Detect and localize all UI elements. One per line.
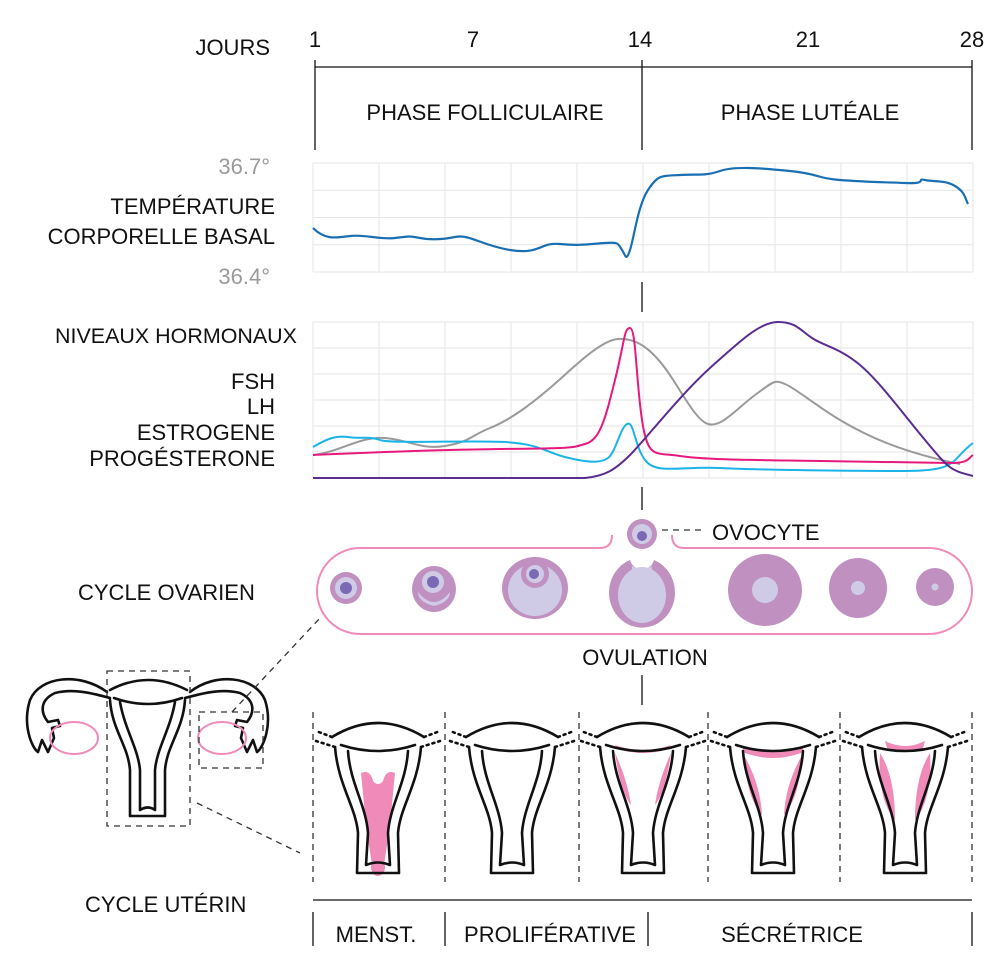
phase-follicular: PHASE FOLLICULAIRE bbox=[366, 100, 603, 125]
uterine-phase-menstrual: MENST. bbox=[336, 922, 417, 947]
day-28: 28 bbox=[960, 27, 984, 52]
phase-dividers bbox=[314, 60, 973, 705]
day-14: 14 bbox=[628, 27, 652, 52]
estrogen-legend: ESTROGENE bbox=[137, 420, 275, 445]
corpus-luteum bbox=[728, 554, 802, 626]
ovocyte-label: OVOCYTE bbox=[712, 520, 820, 545]
follicle-primary bbox=[412, 566, 456, 612]
lh-legend: LH bbox=[247, 394, 275, 419]
temp-min-label: 36.4° bbox=[218, 264, 270, 289]
fsh-legend: FSH bbox=[231, 369, 275, 394]
uterine-cycle-title: CYCLE UTÉRIN bbox=[85, 892, 246, 917]
day-21: 21 bbox=[796, 27, 820, 52]
days-label: JOURS bbox=[195, 35, 270, 60]
temp-title-2: CORPORELLE BASAL bbox=[48, 224, 275, 249]
uterine-panel-dividers bbox=[312, 712, 973, 882]
uterine-phase-proliferative: PROLIFÉRATIVE bbox=[464, 922, 636, 947]
ovary-outline bbox=[316, 534, 973, 635]
uterus-zoom-box bbox=[106, 670, 191, 827]
reproductive-anatomy bbox=[25, 677, 270, 818]
uterus-secretory-early bbox=[579, 721, 707, 875]
temperature-grid bbox=[312, 162, 974, 273]
hormone-grid bbox=[312, 321, 974, 479]
phase-luteal: PHASE LUTÉALE bbox=[721, 100, 900, 125]
uterus-secretory-late bbox=[841, 721, 969, 875]
corpus-albicans bbox=[916, 568, 954, 606]
uterus-proliferative bbox=[448, 721, 576, 875]
progesterone-curve bbox=[313, 320, 974, 479]
uterine-phase-secretory: SÉCRÉTRICE bbox=[721, 922, 863, 947]
uterus-zoom-line bbox=[196, 802, 301, 854]
corpus-luteum-regressing bbox=[829, 558, 887, 618]
temp-title-1: TEMPÉRATURE bbox=[110, 194, 275, 219]
ovocyte bbox=[627, 519, 657, 549]
follicle-graafian bbox=[609, 560, 675, 628]
lh-curve bbox=[312, 326, 974, 465]
day-7: 7 bbox=[467, 27, 479, 52]
fsh-curve bbox=[312, 422, 974, 473]
follicle-primordial bbox=[330, 572, 362, 604]
ovulation-label: OVULATION bbox=[582, 645, 708, 670]
hormones-title: NIVEAUX HORMONAUX bbox=[55, 325, 297, 348]
temp-max-label: 36.7° bbox=[218, 154, 270, 179]
ovarian-cycle-title: CYCLE OVARIEN bbox=[78, 580, 255, 605]
uterus-menstrual bbox=[314, 721, 442, 876]
uterine-phase-dividers bbox=[312, 899, 973, 946]
day-1: 1 bbox=[309, 27, 321, 52]
temperature-curve bbox=[312, 166, 969, 258]
progesterone-legend: PROGÉSTERONE bbox=[89, 446, 275, 471]
follicle-secondary bbox=[502, 557, 568, 619]
uterus-secretory-mid bbox=[709, 721, 837, 875]
ovary-zoom-line bbox=[231, 617, 321, 713]
ovary-zoom-box bbox=[198, 711, 264, 769]
estrogen-curve bbox=[312, 337, 961, 465]
